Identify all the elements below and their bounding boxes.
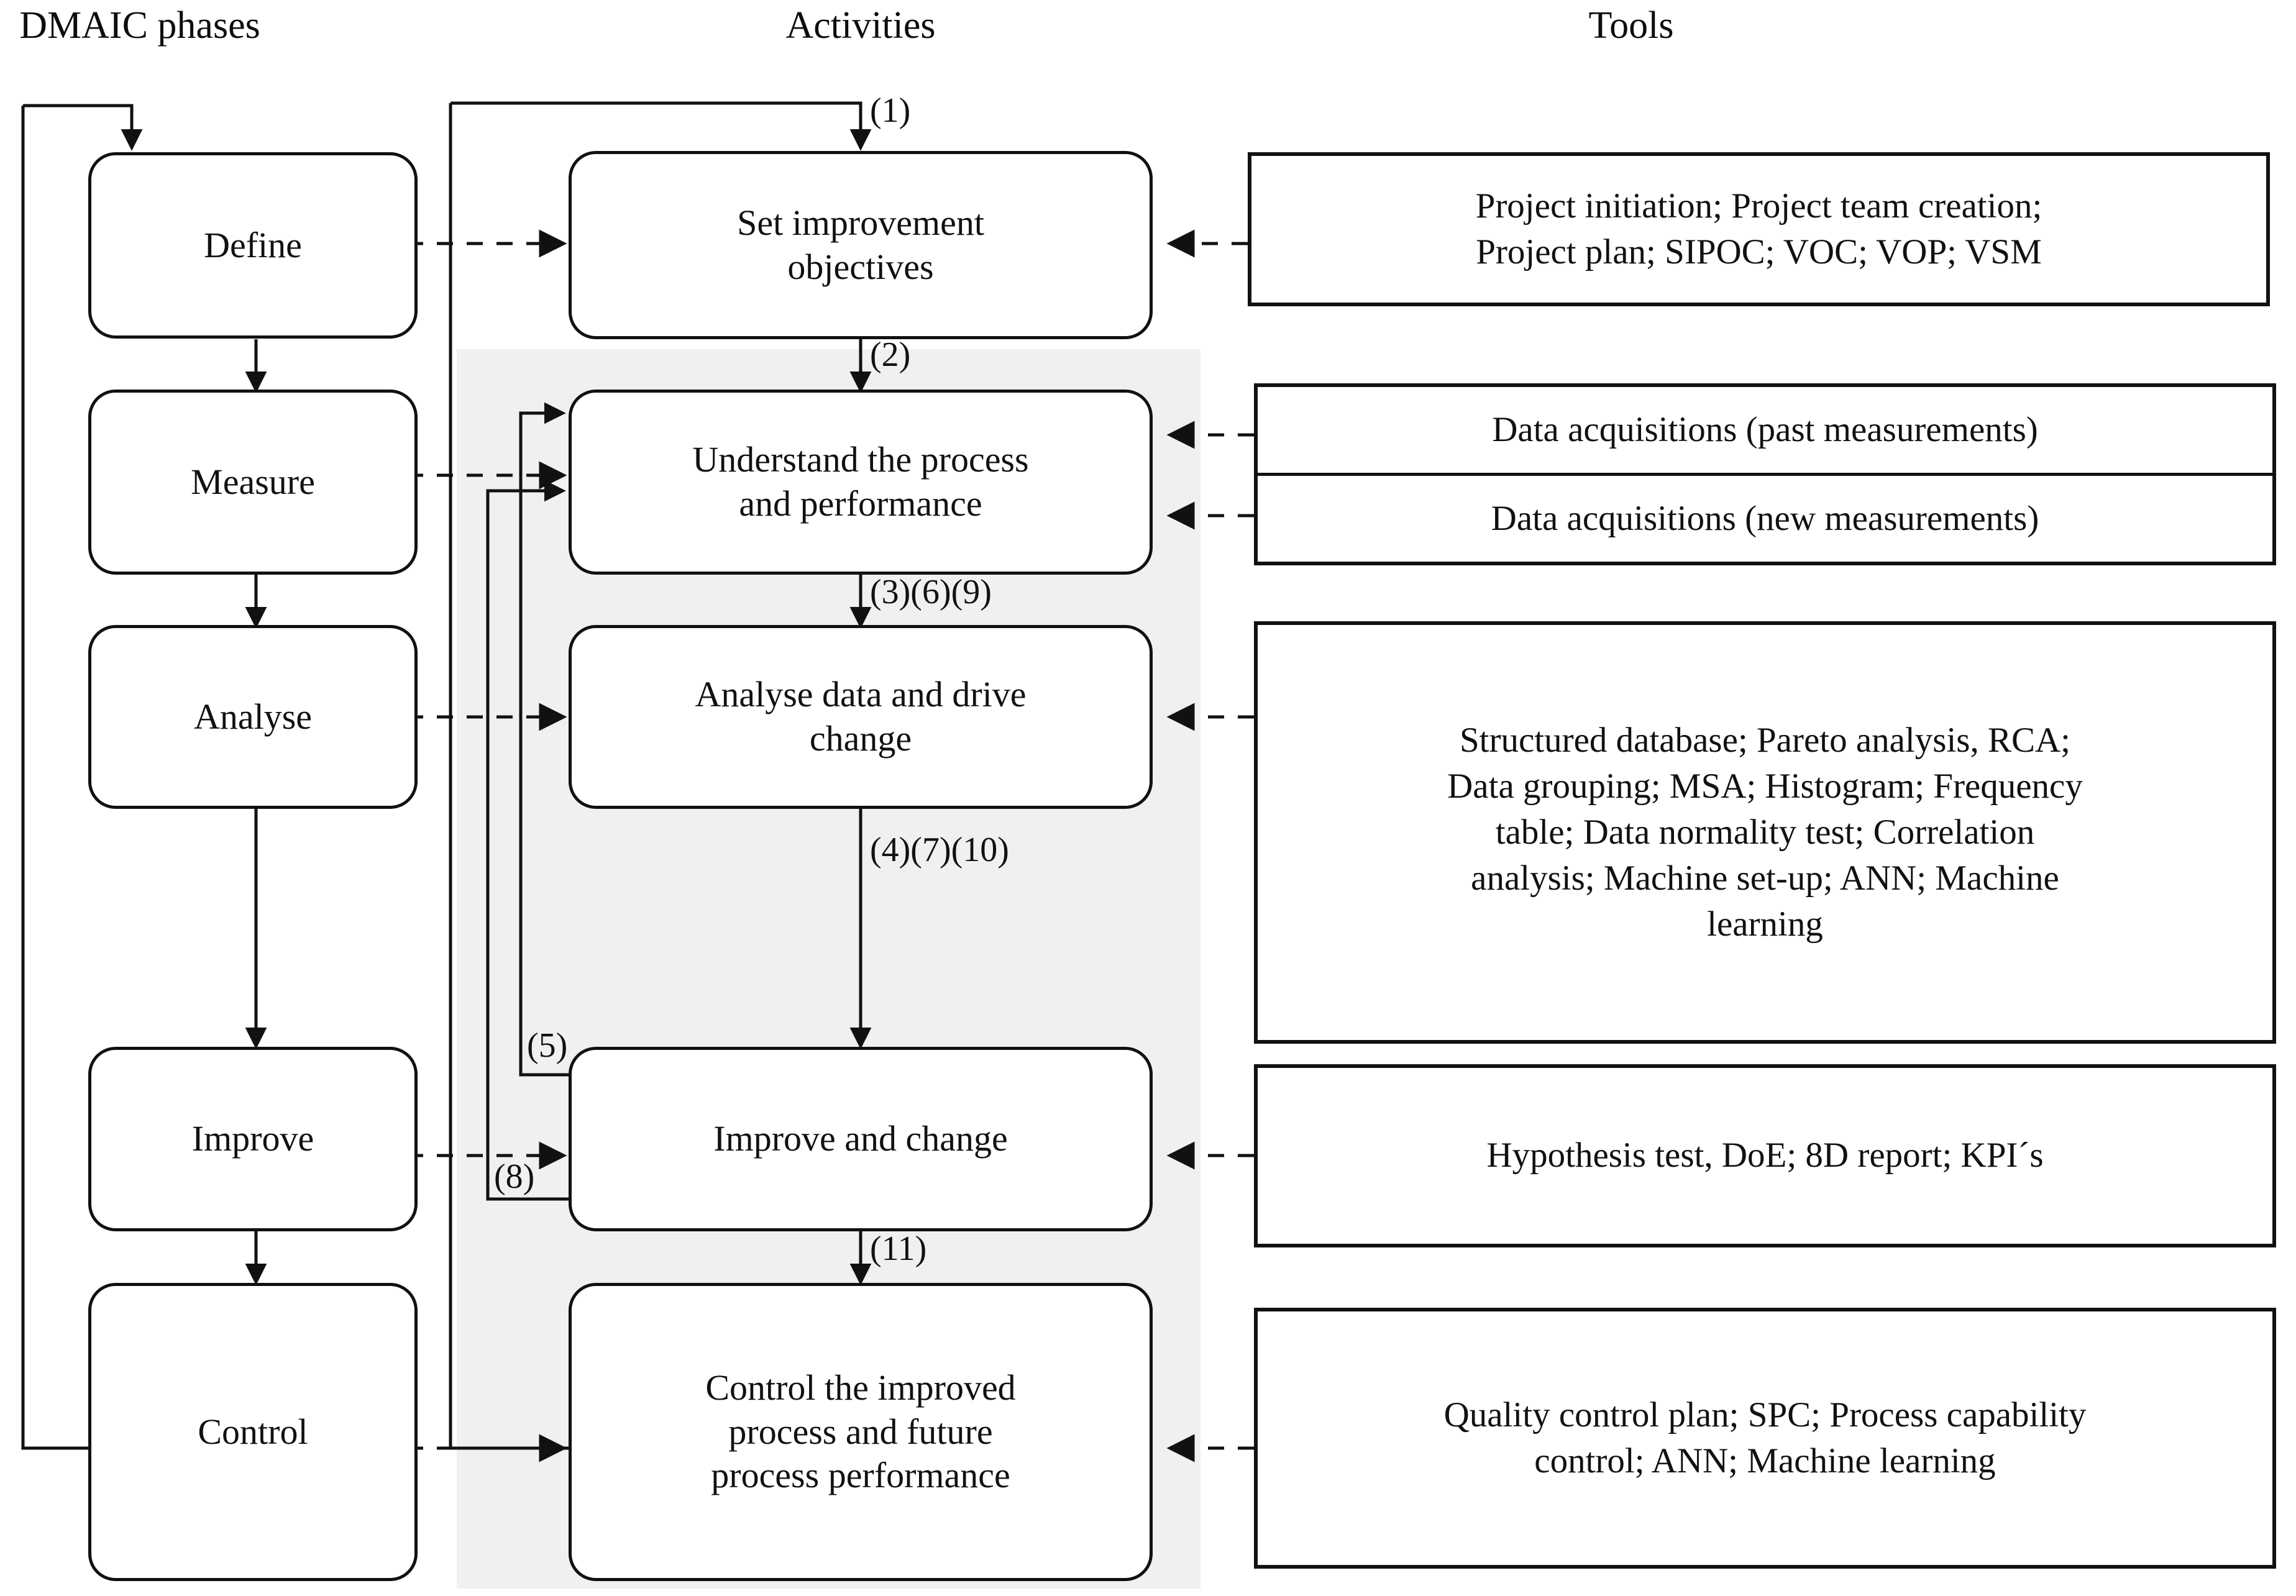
activity-text: Control the improved process and future … [705,1366,1015,1498]
tools-line-2: Data grouping; MSA; Histogram; Frequency [1447,766,2083,806]
activity-box-understand-process[interactable]: Understand the process and performance [569,390,1153,575]
tools-box-analyse[interactable]: Structured database; Pareto analysis, RC… [1254,621,2276,1044]
tools-row-text: Data acquisitions (past measurements) [1492,409,2038,449]
tools-line-2: control; ANN; Machine learning [1534,1441,1996,1480]
activity-box-set-objectives[interactable]: Set improvement objectives [569,151,1153,339]
tools-box-improve[interactable]: Hypothesis test, DoE; 8D report; KPI´s [1254,1064,2276,1247]
phase-box-improve[interactable]: Improve [88,1047,418,1231]
column-header-activities: Activities [785,4,936,47]
activity-line-1: Analyse data and drive [695,674,1027,715]
activity-text: Set improvement objectives [737,201,984,290]
column-header-tools: Tools [1588,4,1674,47]
activity-text: Analyse data and drive change [695,673,1026,761]
flow-label-5: (5) [527,1026,568,1065]
activity-line-3: process performance [711,1455,1010,1496]
tools-text: Project initiation; Project team creatio… [1476,183,2042,275]
tools-line-2: Project plan; SIPOC; VOC; VOP; VSM [1476,232,2042,271]
phase-box-define[interactable]: Define [88,152,418,339]
tools-line-4: analysis; Machine set-up; ANN; Machine [1471,859,2059,898]
tools-line-1: Project initiation; Project team creatio… [1475,186,2042,226]
activity-line-2: change [809,718,912,759]
phase-box-measure[interactable]: Measure [88,390,418,575]
phase-box-analyse[interactable]: Analyse [88,625,418,809]
tools-row-text: Data acquisitions (new measurements) [1491,498,2039,538]
tools-row-past-measurements[interactable]: Data acquisitions (past measurements) [1258,387,2272,476]
activity-box-control-process[interactable]: Control the improved process and future … [569,1283,1153,1581]
flow-label-4-7-10: (4)(7)(10) [870,831,1009,869]
tools-text: Quality control plan; SPC; Process capab… [1444,1392,2087,1484]
activity-text: Understand the process and performance [692,438,1028,526]
tools-box-define[interactable]: Project initiation; Project team creatio… [1248,152,2270,306]
flow-label-1: (1) [870,91,911,130]
activity-box-analyse-data[interactable]: Analyse data and drive change [569,625,1153,809]
tools-line-3: table; Data normality test; Correlation [1495,812,2035,852]
tools-text: Structured database; Pareto analysis, RC… [1447,718,2083,947]
tools-row-new-measurements[interactable]: Data acquisitions (new measurements) [1258,476,2272,562]
tools-line-1: Structured database; Pareto analysis, RC… [1459,720,2070,760]
tools-line-5: learning [1707,905,1823,944]
flow-label-8: (8) [494,1157,535,1196]
phase-box-control[interactable]: Control [88,1283,418,1581]
tools-box-control[interactable]: Quality control plan; SPC; Process capab… [1254,1308,2276,1569]
flow-label-11: (11) [870,1229,927,1268]
activity-line-1: Control the improved [705,1367,1016,1408]
activity-box-improve-change[interactable]: Improve and change [569,1047,1153,1231]
column-header-phases: DMAIC phases [19,4,260,47]
activity-line-1: Understand the process [692,439,1029,480]
tools-box-measure[interactable]: Data acquisitions (past measurements) Da… [1254,383,2276,565]
activity-line-2: and performance [739,483,982,524]
activity-line-2: objectives [787,246,934,287]
tools-line-1: Quality control plan; SPC; Process capab… [1443,1395,2087,1434]
flow-label-3-6-9: (3)(6)(9) [870,573,992,611]
flow-label-2: (2) [870,335,911,374]
activity-line-1: Set improvement [737,202,984,243]
activity-line-2: process and future [728,1411,993,1452]
